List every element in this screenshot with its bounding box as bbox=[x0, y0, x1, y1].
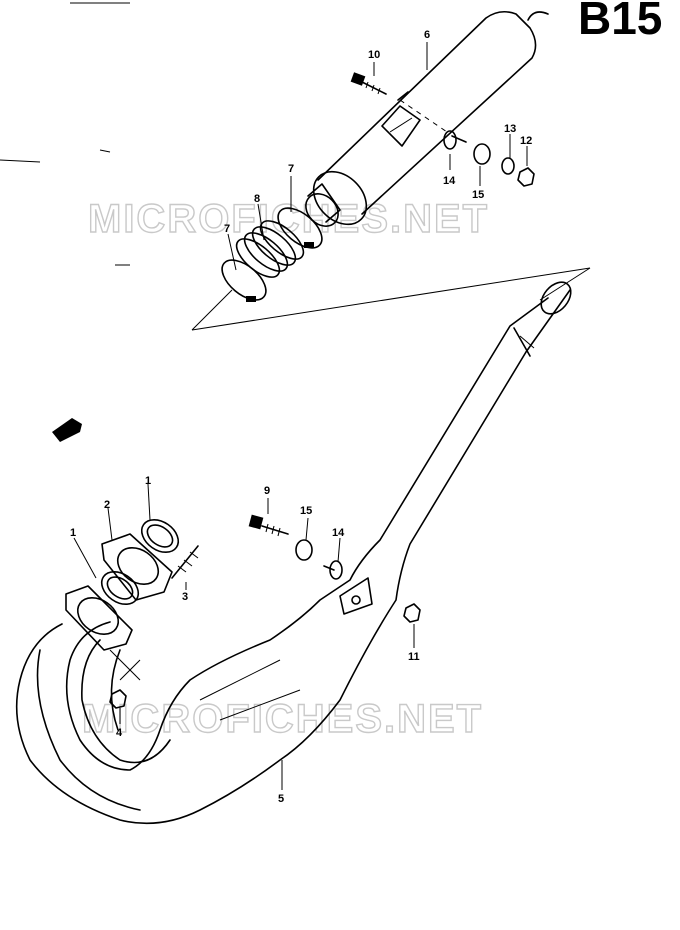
callout-4: 4 bbox=[116, 727, 123, 739]
page-code: B15 bbox=[578, 0, 662, 44]
exhaust-chamber bbox=[15, 281, 572, 825]
callout-13: 13 bbox=[504, 123, 516, 135]
silencer-mount-hardware bbox=[443, 130, 535, 187]
callout-8: 8 bbox=[254, 193, 260, 205]
chamber-mount-hardware bbox=[295, 539, 343, 580]
watermark-top: MICROFICHES.NET bbox=[88, 197, 489, 241]
stud-3 bbox=[171, 545, 199, 579]
callout-2: 2 bbox=[104, 499, 110, 511]
bolt-10 bbox=[350, 72, 387, 95]
flange-gaskets bbox=[65, 518, 180, 651]
stray-marks bbox=[0, 2, 130, 266]
callout-6: 6 bbox=[424, 29, 430, 41]
callout-1-upper: 1 bbox=[145, 475, 151, 487]
silencer bbox=[305, 10, 549, 227]
assembly-guide-lines bbox=[191, 99, 591, 331]
bolt-9 bbox=[248, 514, 289, 537]
callout-12: 12 bbox=[520, 135, 532, 147]
callout-10: 10 bbox=[368, 49, 380, 61]
callout-7-upper: 7 bbox=[288, 163, 294, 175]
callout-14-upper: 14 bbox=[443, 175, 456, 187]
callout-1-lower: 1 bbox=[70, 527, 76, 539]
callout-7-lower: 7 bbox=[224, 223, 230, 235]
callout-15-lower: 15 bbox=[300, 505, 312, 517]
leader-lines bbox=[73, 42, 528, 790]
callouts: 10 6 7 8 7 13 12 14 15 9 15 14 1 2 1 3 1… bbox=[70, 29, 532, 805]
callout-14-lower: 14 bbox=[332, 527, 345, 539]
callout-5: 5 bbox=[278, 793, 284, 805]
callout-15-upper: 15 bbox=[472, 189, 484, 201]
callout-11: 11 bbox=[408, 651, 420, 663]
clamps bbox=[221, 207, 323, 302]
front-arrow bbox=[52, 418, 82, 442]
callout-9: 9 bbox=[264, 485, 270, 497]
callout-3: 3 bbox=[182, 591, 188, 603]
watermark-bottom: MICROFICHES.NET bbox=[82, 697, 483, 741]
nut-4 bbox=[109, 649, 141, 709]
nut-11 bbox=[403, 603, 421, 623]
